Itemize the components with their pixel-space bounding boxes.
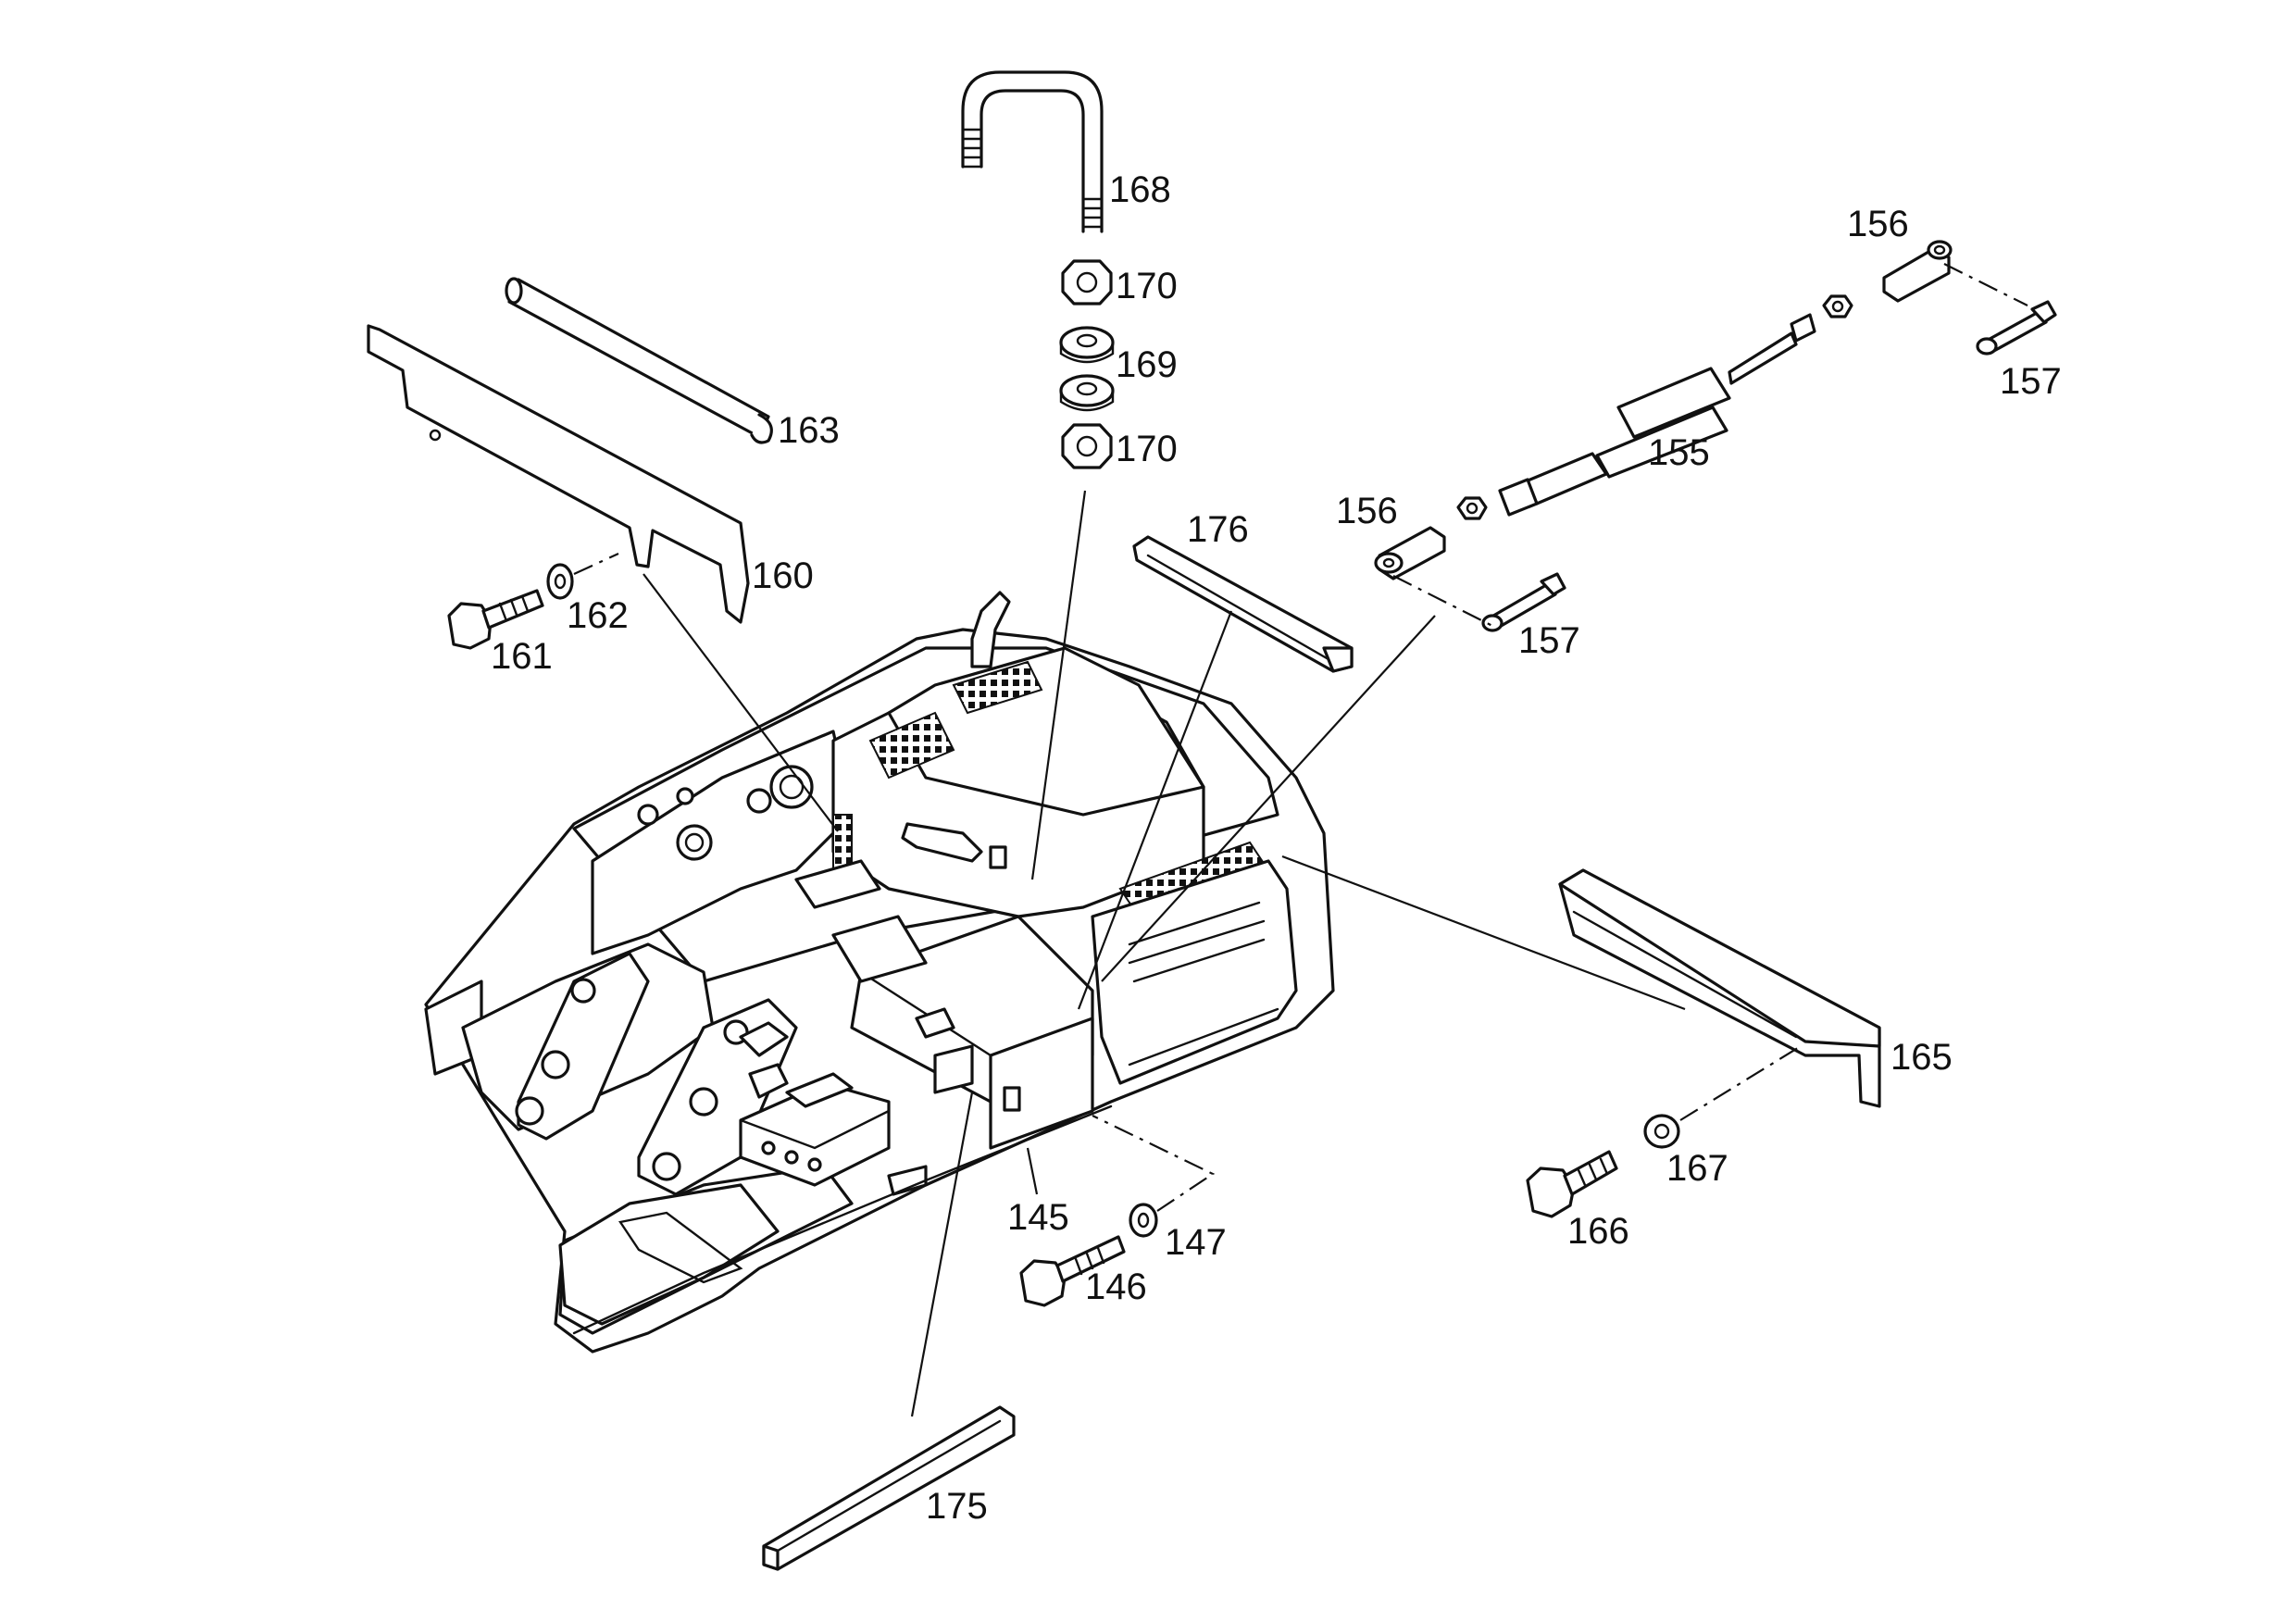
callout-157-right: 157 (2000, 361, 2062, 402)
gas-strut-155 (1498, 313, 1816, 517)
nut-155-right (1822, 294, 1853, 318)
callout-156-right: 156 (1847, 204, 1909, 244)
callout-147: 147 (1165, 1222, 1227, 1263)
bolt-166 (1526, 1150, 1618, 1218)
callout-155: 155 (1648, 432, 1710, 473)
bolt-146 (1019, 1235, 1126, 1307)
washer-167 (1643, 1114, 1680, 1149)
rubber-strip-163 (505, 277, 773, 444)
side-panel-165 (1558, 868, 1881, 1108)
rod-eye-156-right (1882, 240, 1953, 303)
u-bolt-168 (961, 70, 1104, 233)
axis-line-157-left (1392, 575, 1493, 627)
callout-156-left: 156 (1336, 491, 1398, 531)
callout-170-upper: 170 (1116, 266, 1178, 306)
callout-167: 167 (1666, 1148, 1728, 1189)
callout-165: 165 (1890, 1037, 1953, 1078)
nut-170-upper (1061, 259, 1113, 306)
washer-169-upper (1059, 326, 1115, 364)
axis-line-167 (1679, 1045, 1802, 1121)
nut-170-lower (1061, 423, 1113, 469)
callout-175: 175 (926, 1486, 988, 1527)
callout-160: 160 (752, 555, 814, 596)
callout-169: 169 (1116, 344, 1178, 385)
callout-162: 162 (567, 595, 629, 636)
leader-175 (910, 1092, 974, 1417)
machine-chassis (424, 591, 1335, 1354)
washer-169-lower (1059, 374, 1115, 412)
nut-155-left (1456, 496, 1488, 520)
callout-145: 145 (1007, 1197, 1069, 1238)
leader-165 (1281, 855, 1686, 1011)
leader-160 (643, 573, 839, 832)
leader-155 (1101, 615, 1436, 982)
callout-161: 161 (491, 636, 553, 677)
callout-168: 168 (1109, 169, 1171, 210)
leader-170 (1030, 490, 1087, 880)
callout-176: 176 (1187, 509, 1249, 550)
bolt-161 (447, 589, 544, 650)
callout-166: 166 (1567, 1211, 1629, 1252)
leader-176 (1077, 610, 1233, 1010)
rod-eye-156-left (1374, 526, 1446, 580)
pin-157-left (1481, 572, 1566, 632)
axis-line-147 (1092, 1115, 1216, 1212)
leader-145 (1026, 1147, 1039, 1195)
callout-170-lower: 170 (1116, 429, 1178, 469)
axis-line-157-right (1943, 263, 2028, 306)
strip-175 (762, 1405, 1016, 1571)
callout-146: 146 (1085, 1266, 1147, 1307)
washer-147 (1129, 1203, 1158, 1238)
callout-157-left: 157 (1518, 620, 1580, 661)
callout-163: 163 (778, 410, 840, 451)
side-panel-160 (367, 324, 750, 624)
strip-176 (1132, 535, 1354, 673)
pin-157-right (1976, 300, 2057, 356)
washer-162 (546, 563, 574, 600)
axis-line-162 (573, 553, 619, 575)
